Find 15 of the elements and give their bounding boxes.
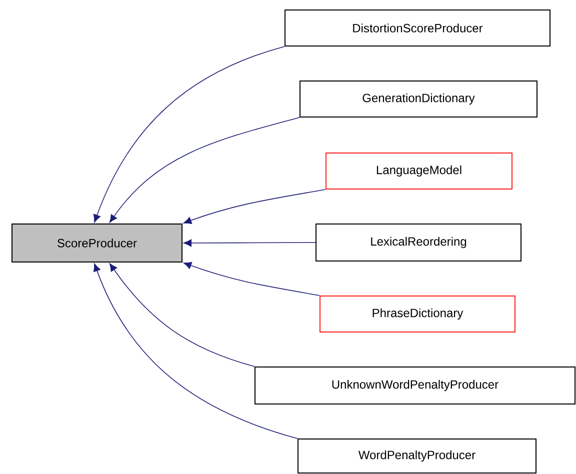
arrow (183, 189, 326, 224)
class-box: UnknownWordPenaltyProducer (254, 366, 576, 404)
class-box: DistortionScoreProducer (284, 10, 550, 46)
class-box: WordPenaltyProducer (298, 438, 536, 474)
arrow (94, 46, 285, 223)
arrow (109, 117, 300, 223)
class-box: PhraseDictionary (320, 296, 516, 332)
class-box: LanguageModel (326, 152, 512, 190)
arrow (183, 262, 320, 296)
arrow (109, 263, 255, 367)
arrow (94, 263, 298, 439)
class-box: GenerationDictionary (300, 80, 538, 118)
arrow (184, 239, 316, 247)
class-box: LexicalReordering (316, 224, 522, 262)
class-box: ScoreProducer (12, 224, 182, 262)
